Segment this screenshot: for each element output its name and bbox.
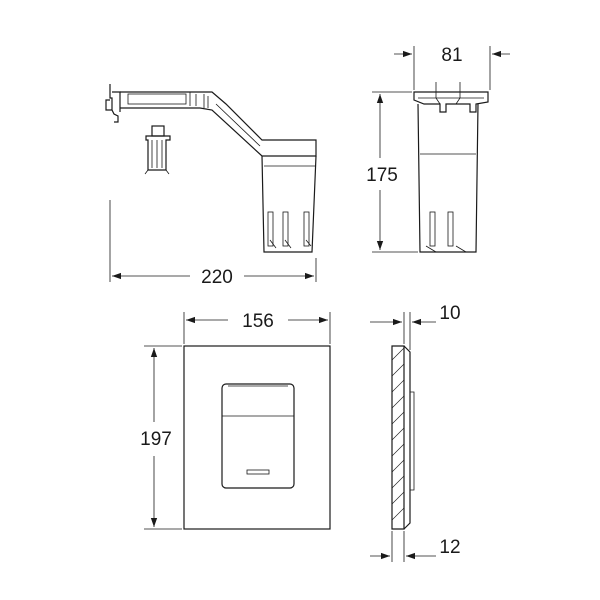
dimension-label-plate-width: 156 bbox=[242, 311, 274, 332]
dimension-label-holder-height: 175 bbox=[366, 165, 398, 186]
dimension-197: 197 bbox=[140, 345, 182, 530]
dimension-175: 175 bbox=[366, 91, 418, 253]
dimension-156: 156 bbox=[183, 311, 331, 344]
dimension-label-plate-depth-top: 10 bbox=[439, 303, 460, 324]
wall-hatching bbox=[391, 347, 405, 521]
holder-front-view: 81 175 bbox=[366, 45, 510, 253]
dimension-10: 10 bbox=[370, 303, 461, 350]
dimension-12: 12 bbox=[370, 531, 461, 562]
fixing-clip-detail bbox=[144, 125, 171, 175]
dimension-81: 81 bbox=[394, 45, 510, 90]
bracket-side-view: 220 bbox=[105, 84, 317, 288]
plate-side-view: 10 12 bbox=[370, 303, 461, 562]
dimension-label-plate-depth-bottom: 12 bbox=[439, 537, 460, 558]
dimension-label-holder-width: 81 bbox=[441, 45, 462, 66]
dimension-label-bracket-width: 220 bbox=[201, 267, 233, 288]
dimension-label-plate-height: 197 bbox=[140, 429, 172, 450]
dimension-220: 220 bbox=[109, 200, 317, 288]
plate-front-view: 156 197 bbox=[140, 311, 331, 530]
